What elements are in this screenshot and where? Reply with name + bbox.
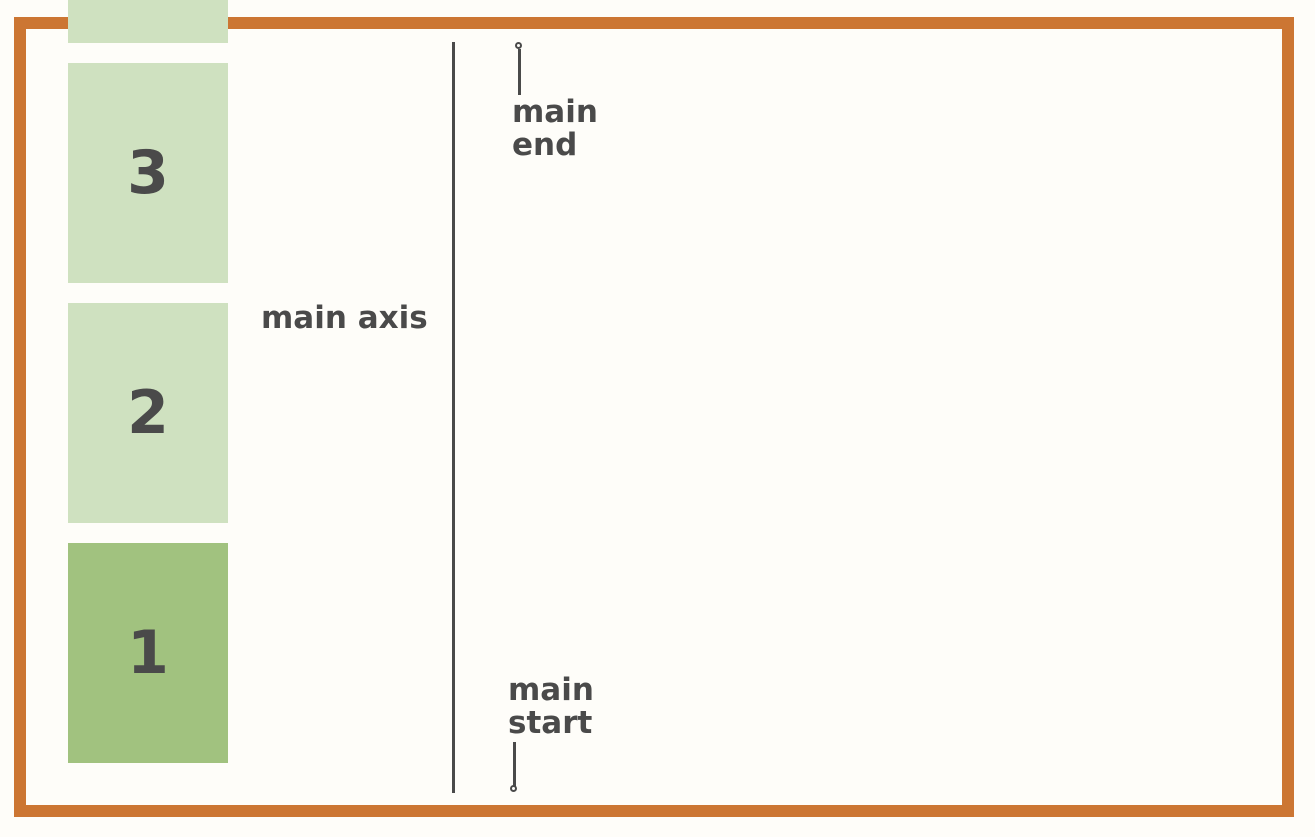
- flex-item-2-label: 2: [127, 378, 169, 448]
- flex-item-1-label: 1: [127, 618, 169, 688]
- flex-item-1: 1: [68, 543, 228, 763]
- main-start-label: main start: [508, 674, 594, 740]
- main-start-label-line2: start: [508, 705, 593, 741]
- main-start-tick: [513, 742, 516, 786]
- flex-item-partial: [68, 0, 228, 43]
- flex-item-3-label: 3: [127, 138, 169, 208]
- main-end-dot-icon: [515, 42, 522, 49]
- main-end-label-line2: end: [512, 127, 578, 163]
- flex-item-2: 2: [68, 303, 228, 523]
- main-start-dot-icon: [510, 785, 517, 792]
- main-end-tick: [518, 49, 521, 95]
- main-axis-line: [452, 42, 455, 793]
- main-axis-label: main axis: [261, 300, 428, 336]
- main-end-label-line1: main: [512, 94, 598, 130]
- flex-item-3: 3: [68, 63, 228, 283]
- main-end-label: main end: [512, 96, 598, 162]
- main-start-label-line1: main: [508, 672, 594, 708]
